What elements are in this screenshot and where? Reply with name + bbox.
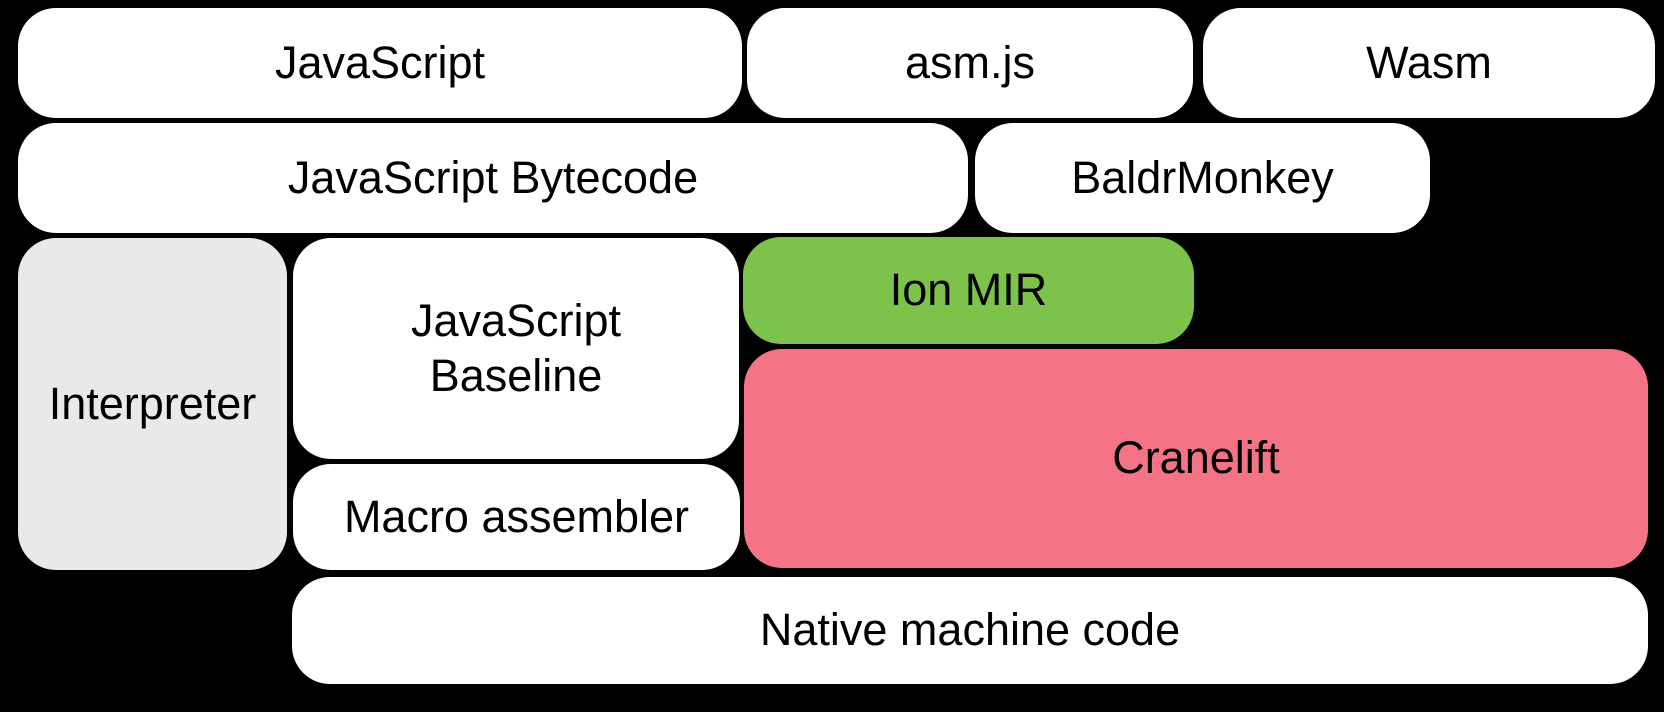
node-baldrmonkey-label: BaldrMonkey: [1071, 151, 1334, 203]
node-cranelift: Cranelift: [744, 349, 1648, 568]
node-javascript-label: JavaScript: [274, 36, 486, 88]
node-interpreter: Interpreter: [18, 238, 287, 570]
node-native-machine-code-label: Native machine code: [759, 604, 1181, 656]
node-javascript-bytecode-label: JavaScript Bytecode: [287, 151, 699, 203]
node-macro-assembler: Macro assembler: [293, 464, 740, 570]
node-wasm-label: Wasm: [1366, 36, 1492, 88]
node-javascript-baseline: JavaScript Baseline: [293, 238, 739, 459]
node-javascript-baseline-label: JavaScript Baseline: [410, 294, 622, 401]
node-asmjs: asm.js: [747, 8, 1193, 118]
node-interpreter-label: Interpreter: [48, 377, 257, 429]
node-cranelift-label: Cranelift: [1112, 432, 1280, 484]
node-native-machine-code: Native machine code: [292, 577, 1648, 684]
node-ion-mir: Ion MIR: [743, 237, 1194, 344]
node-asmjs-label: asm.js: [904, 36, 1035, 88]
node-macro-assembler-label: Macro assembler: [343, 490, 690, 542]
node-wasm: Wasm: [1203, 8, 1655, 118]
node-ion-mir-label: Ion MIR: [889, 264, 1048, 316]
node-javascript: JavaScript: [18, 8, 742, 118]
node-baldrmonkey: BaldrMonkey: [975, 123, 1430, 233]
node-javascript-bytecode: JavaScript Bytecode: [18, 123, 968, 233]
